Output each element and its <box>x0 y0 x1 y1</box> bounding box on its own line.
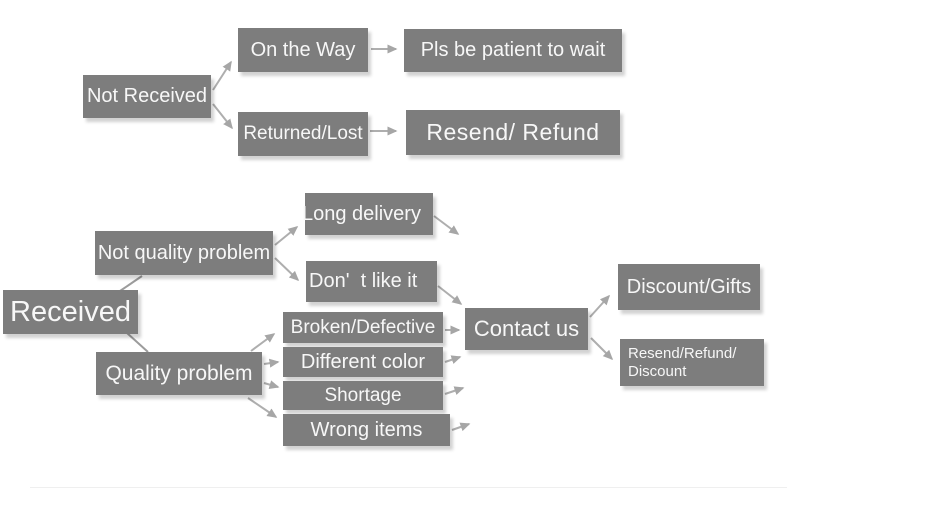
arrow-quality-to-wrong-items <box>247 397 278 418</box>
node-broken-defective: Broken/Defective <box>283 312 443 343</box>
node-different-color: Different color <box>283 347 443 377</box>
node-wrong-items: Wrong items <box>283 414 450 446</box>
arrow-not-received-to-on-the-way <box>212 60 232 91</box>
arrow-quality-to-shortage <box>263 380 280 389</box>
arrow-shortage-to-contact-us <box>444 386 465 395</box>
node-received: Received <box>3 290 138 334</box>
node-quality-problem: Quality problem <box>96 352 262 395</box>
arrow-not-quality-to-long-delivery <box>274 226 299 246</box>
arrow-quality-to-different-color <box>263 358 280 368</box>
node-returned-lost: Returned/Lost <box>238 112 368 156</box>
arrow-contact-us-to-resend-refund-discount <box>590 337 614 361</box>
node-shortage: Shortage <box>283 381 443 410</box>
arrow-quality-to-broken-defective <box>250 333 276 352</box>
arrow-contact-us-to-discount-gifts <box>589 294 611 318</box>
node-contact-us: Contact us <box>465 308 588 350</box>
node-long-delivery: Long delivery <box>302 193 433 235</box>
node-pls-be-patient: Pls be patient to wait <box>404 29 622 72</box>
arrow-wrong-items-to-contact-us <box>451 422 471 432</box>
node-dont-like-it: Don' t like it <box>306 261 437 302</box>
node-resend-refund: Resend/ Refund <box>406 110 620 155</box>
page-boundary-line <box>30 487 787 488</box>
line-received-to-not-quality-problem <box>119 275 143 292</box>
node-not-quality-problem: Not quality problem <box>95 231 273 275</box>
arrow-long-delivery-out <box>433 215 460 235</box>
line-received-to-quality-problem <box>126 332 149 353</box>
arrow-not-received-to-returned-lost <box>212 103 233 130</box>
node-resend-refund-discount: Resend/Refund/ Discount <box>620 339 764 386</box>
node-discount-gifts: Discount/Gifts <box>618 264 760 310</box>
node-not-received: Not Received <box>83 75 211 118</box>
node-on-the-way: On the Way <box>238 28 368 72</box>
arrow-dont-like-it-to-contact-us <box>437 285 463 305</box>
arrow-not-quality-to-dont-like-it <box>274 257 300 282</box>
arrow-different-color-to-contact-us <box>444 355 462 364</box>
node-long-delivery-label: Long delivery <box>302 202 421 225</box>
